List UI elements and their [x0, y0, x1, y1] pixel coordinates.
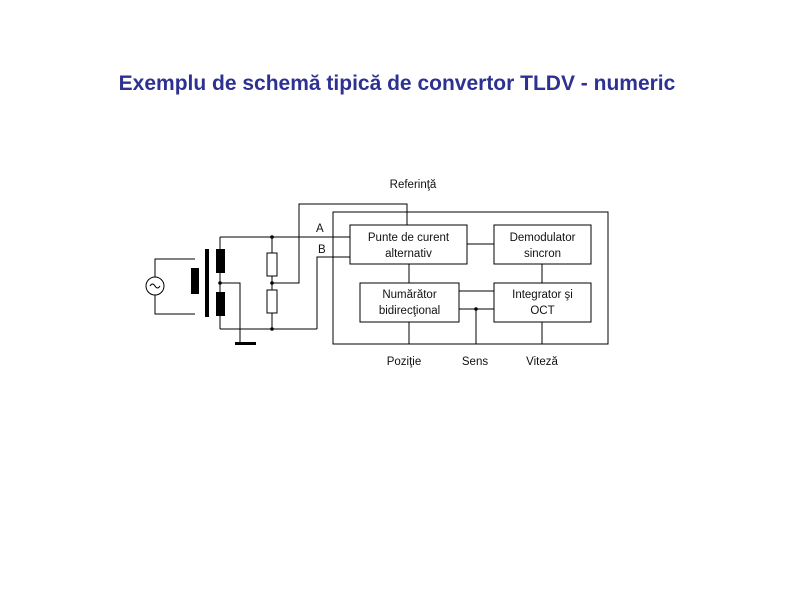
label-port-a: A: [316, 223, 324, 235]
label-port-b: B: [318, 244, 326, 256]
converter-enclosure: [332, 211, 609, 345]
block-sync-demodulator-line1: Demodulator: [510, 232, 576, 244]
block-ac-bridge: Punte de curent alternativ: [349, 224, 468, 265]
block-sync-demodulator-line2: sincron: [524, 248, 561, 260]
ac-source: [145, 258, 195, 315]
label-reference: Referinţă: [390, 179, 437, 191]
block-integrator-oct-line2: OCT: [530, 305, 554, 317]
block-bidirectional-counter-line1: Numărător: [382, 289, 436, 301]
resistor-bottom: [266, 289, 278, 314]
transformer-core: [205, 249, 209, 317]
block-integrator-oct-line1: Integrator şi: [512, 289, 573, 301]
resistor-top: [266, 252, 278, 277]
primary-coil: [191, 268, 199, 294]
block-ac-bridge-line1: Punte de curent: [368, 232, 450, 244]
label-speed: Viteză: [526, 356, 558, 368]
label-direction: Sens: [462, 356, 488, 368]
junction-dots: [218, 235, 478, 331]
page-title: Exemplu de schemă tipică de convertor TL…: [118, 72, 676, 95]
block-sync-demodulator: Demodulator sincron: [493, 224, 592, 265]
block-bidirectional-counter-line2: bidirecţional: [379, 305, 440, 317]
ground-icon: [235, 342, 256, 345]
label-position: Poziţie: [387, 356, 422, 368]
block-bidirectional-counter: Numărător bidirecţional: [359, 282, 460, 323]
block-integrator-oct: Integrator şi OCT: [493, 282, 592, 323]
block-ac-bridge-line2: alternativ: [385, 248, 432, 260]
